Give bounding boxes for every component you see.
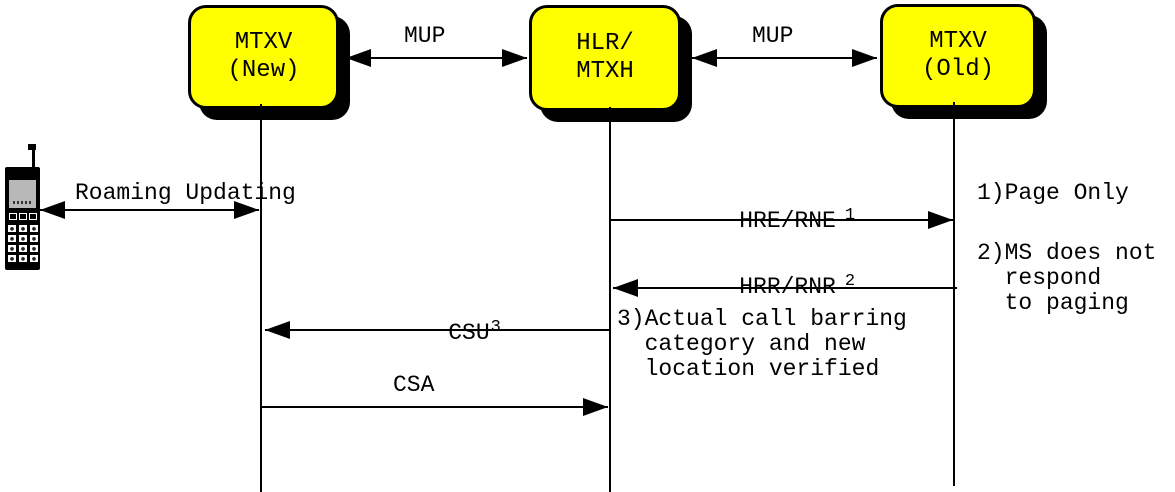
csa-label: CSA (393, 372, 435, 398)
hrr-rnr-arrow (613, 279, 957, 297)
mup-right-label: MUP (752, 23, 794, 49)
csu-label: CSU3 (448, 318, 501, 346)
phone-screen (9, 180, 36, 208)
entity-sublabel: (New) (227, 57, 300, 84)
phone-screen-text (13, 201, 31, 204)
note-ms-no-respond: 2)MS does not respond to paging (977, 240, 1157, 316)
lifeline-mtxv-new (260, 104, 262, 492)
note-page-only: 1)Page Only (977, 180, 1129, 206)
phone-antenna (32, 148, 35, 169)
phone-body (5, 167, 40, 270)
entity-box-mtxv-old: MTXV (Old) (880, 4, 1036, 108)
roaming-updating-arrow (40, 201, 259, 219)
roaming-updating-label: Roaming Updating (75, 180, 296, 206)
hre-rne-arrow (611, 211, 953, 229)
phone-function-buttons (9, 213, 37, 220)
entity-label: MTXV (929, 28, 987, 55)
csa-arrow (262, 398, 608, 416)
entity-sublabel: MTXH (576, 58, 634, 85)
mup-left-label: MUP (404, 23, 446, 49)
phone-antenna-knob (28, 144, 36, 150)
entity-box-hlr-mtxh: HLR/ MTXH (529, 5, 681, 111)
entity-box-mtxv-new: MTXV (New) (188, 5, 339, 109)
note-call-barring: 3)Actual call barring category and new l… (617, 306, 907, 382)
phone-keypad (8, 225, 40, 267)
hre-rne-superscript: 1 (844, 206, 856, 225)
mobile-phone-icon (4, 143, 48, 271)
csu-arrow (265, 321, 610, 339)
entity-label: MTXV (234, 29, 293, 56)
mup-left-arrow (346, 49, 527, 67)
entity-label: HLR/ (576, 30, 634, 57)
hrr-rnr-superscript: 2 (844, 272, 856, 291)
lifeline-mtxv-old (953, 102, 955, 486)
csu-superscript: 3 (490, 318, 501, 337)
entity-sublabel: (Old) (921, 56, 994, 83)
lifeline-hlr-mtxh (609, 107, 611, 492)
mup-right-arrow (692, 49, 877, 67)
